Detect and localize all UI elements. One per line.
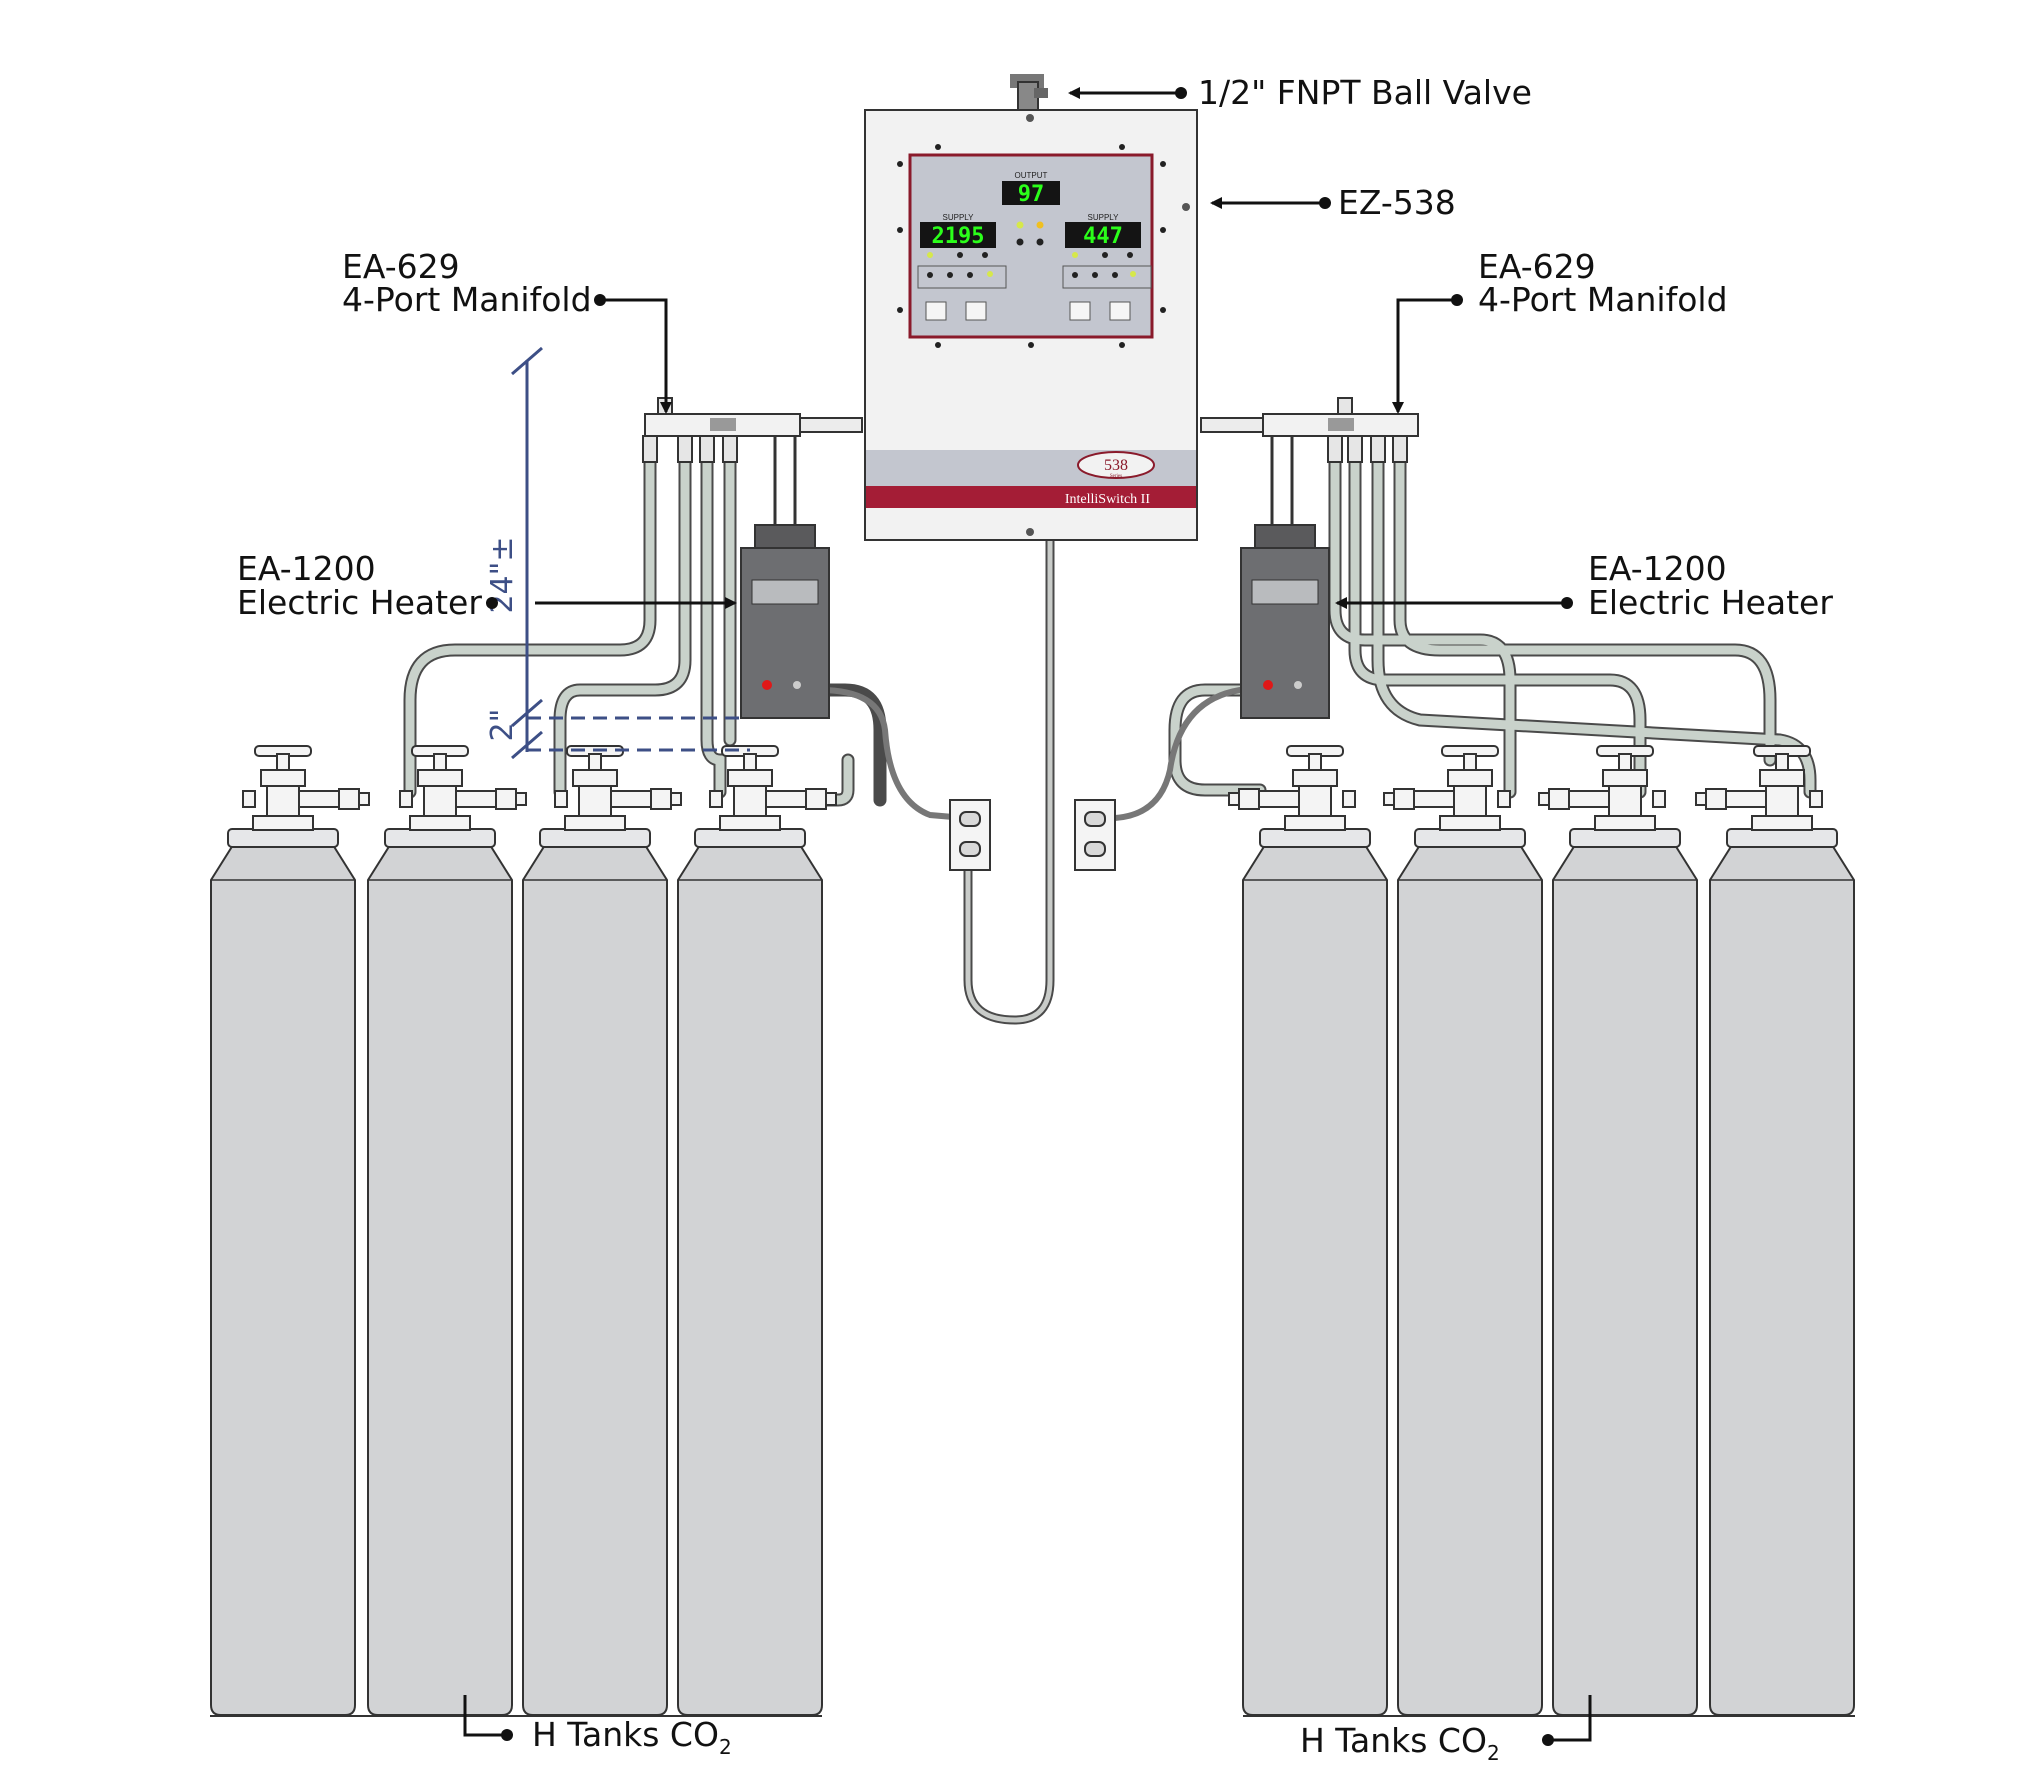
heater-left-label-line2: Electric Heater <box>237 583 482 622</box>
cylinder-group-left <box>210 745 837 1716</box>
cylinder <box>677 828 823 1716</box>
cylinder-valve <box>399 745 527 831</box>
series-number: 538 <box>1104 457 1128 474</box>
series-word: Series <box>1110 474 1122 479</box>
status-lights <box>927 221 1136 278</box>
heater-right <box>1240 524 1330 719</box>
callout-dots <box>486 87 1573 1746</box>
output-label: OUTPUT <box>1015 171 1048 180</box>
manifold-left-label-line1: EA-629 <box>342 247 460 286</box>
supply-left-label: SUPPLY <box>943 213 975 222</box>
cylinder-valve <box>1383 745 1511 831</box>
controller-power-cord <box>963 535 1055 1025</box>
supply-right-label: SUPPLY <box>1088 213 1120 222</box>
heater-left <box>740 524 830 719</box>
panel-buttons <box>925 301 1131 321</box>
cylinder <box>210 828 356 1716</box>
cylinder <box>1242 828 1388 1716</box>
ez-538-label: EZ-538 <box>1338 183 1456 222</box>
supply-left-display: 2195 <box>932 224 985 249</box>
supply-right-display: 447 <box>1083 224 1123 249</box>
cylinder <box>367 828 513 1716</box>
cylinder <box>1397 828 1543 1716</box>
ez-538-controller: OUTPUT 97 SUPPLY 2195 SUPPLY 447 538 Se <box>864 74 1198 541</box>
cylinder <box>522 828 668 1716</box>
manifold-left <box>642 397 863 525</box>
cylinder-valve <box>242 745 370 831</box>
tanks-left-label: H Tanks CO2 <box>532 1715 732 1759</box>
height-dimension <box>511 346 750 760</box>
manifold-left-label-line2: 4-Port Manifold <box>342 280 592 319</box>
tubing-right <box>1112 453 1817 821</box>
cylinder <box>1552 828 1698 1716</box>
cylinder-group-right <box>1228 745 1855 1716</box>
dimension-2-label: 2" <box>485 709 520 742</box>
manifold-right-label-line1: EA-629 <box>1478 247 1596 286</box>
cylinder-valve <box>709 745 837 831</box>
ball-valve-label: 1/2" FNPT Ball Valve <box>1198 73 1532 112</box>
heater-left-label-line1: EA-1200 <box>237 549 376 588</box>
cylinder-valve <box>1228 745 1356 831</box>
tanks-right-label: H Tanks CO2 <box>1300 1721 1500 1765</box>
outlet-left <box>949 799 991 871</box>
output-display: 97 <box>1018 182 1045 207</box>
brand-name: IntelliSwitch II <box>1065 492 1150 507</box>
heater-right-label-line1: EA-1200 <box>1588 549 1727 588</box>
outlet-right <box>1074 799 1116 871</box>
cylinder <box>1709 828 1855 1716</box>
tubing-left <box>403 453 968 821</box>
callout-leaders <box>463 87 1592 1742</box>
manifold-right <box>1200 397 1419 525</box>
heater-right-label-line2: Electric Heater <box>1588 583 1833 622</box>
manifold-right-label-line2: 4-Port Manifold <box>1478 280 1728 319</box>
cylinder-valve <box>554 745 682 831</box>
